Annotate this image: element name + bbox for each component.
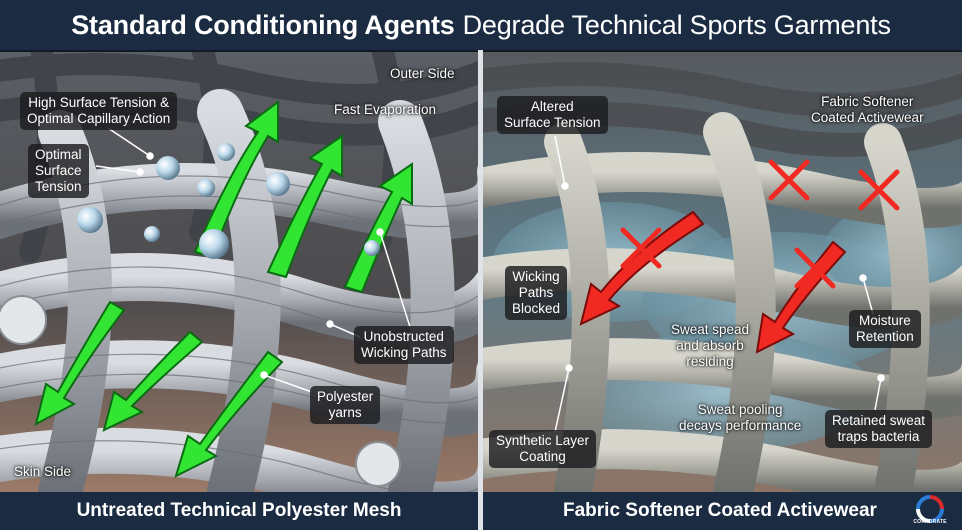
high-surface-tension-line-1: High Surface Tension & [28,95,170,110]
optimal-surface-tension-line-3: Tension [35,179,82,194]
altered-surface-tension-line-2: Surface Tension [504,115,601,130]
moisture-retention-line-1: Moisture [859,313,911,328]
sweat-pooling-line-2: decays performance [679,418,802,433]
sweat-spread-line-2: and absorb [676,338,744,353]
wicking-blocked-line-3: Blocked [512,301,561,316]
retained-sweat-label: Retained sweat traps bacteria [825,410,933,448]
altered-surface-tension-line-1: Altered [530,99,574,114]
high-surface-tension-line-2: Optimal Capillary Action [27,111,171,126]
page-title: Standard Conditioning Agents Degrade Tec… [0,0,962,50]
yarn-end-caps [0,295,401,487]
fabric-softener-coated-line-2: Coated Activewear [811,110,924,125]
sweat-spread-line-1: Sweat spead [671,322,750,337]
polyester-yarns-label: Polyester yarns [310,386,381,424]
sweat-pooling-label: Sweat pooling decays performance [679,402,801,434]
optimal-surface-tension-line-1: Optimal [35,147,82,162]
sweat-spread-label: Sweat spead and absorb residing [671,322,749,370]
skin-side-label: Skin Side [14,464,72,479]
title-rest: Degrade Technical Sports Garments [462,9,891,40]
wicking-blocked-label: Wicking Paths Blocked [505,266,568,320]
wicking-arrows [34,300,284,478]
polyester-yarns-line-1: Polyester [317,389,374,404]
blocked-x-marks [620,159,900,289]
altered-surface-tension-label: Altered Surface Tension [497,96,608,134]
optimal-surface-tension-line-2: Surface [35,163,82,178]
right-caption: Fabric Softener Coated Activewear [483,492,962,530]
polyester-yarns-line-2: yarns [328,405,362,420]
synthetic-layer-label: Synthetic Layer Coating [489,430,597,468]
label-leader-lines [554,135,885,433]
logo-text: CORPORATE [913,519,947,525]
wicking-blocked-line-1: Wicking [512,269,560,284]
fabric-softener-coated-label: Fabric Softener Coated Activewear [811,94,924,126]
synthetic-layer-line-2: Coating [519,449,566,464]
sweat-spread-line-3: residing [686,354,734,369]
fast-evaporation-label: Fast Evaporation [334,102,437,117]
outer-side-label: Outer Side [390,66,455,81]
moisture-retention-line-2: Retention [856,329,914,344]
unobstructed-wicking-line-1: Unobstructed [363,329,444,344]
title-bold: Standard Conditioning Agents [71,9,455,40]
softener-coated-panel: Altered Surface Tension Fabric Softener … [483,52,962,492]
retained-sweat-line-1: Retained sweat [832,413,926,428]
panel-divider [478,50,483,530]
sweat-pooling-line-1: Sweat pooling [697,402,783,417]
left-caption: Untreated Technical Polyester Mesh [0,492,478,530]
fabric-softener-coated-line-1: Fabric Softener [821,94,914,109]
moisture-retention-label: Moisture Retention [849,310,921,348]
water-droplets [77,143,380,259]
unobstructed-wicking-line-2: Wicking Paths [361,345,447,360]
wicking-blocked-line-2: Paths [518,285,554,300]
optimal-surface-tension-label: Optimal Surface Tension [28,144,89,198]
retained-sweat-line-2: traps bacteria [837,429,920,444]
high-surface-tension-label: High Surface Tension & Optimal Capillary… [20,92,178,130]
synthetic-layer-line-1: Synthetic Layer [496,433,590,448]
logo-icon [916,495,944,523]
untreated-mesh-panel: Outer Side Fast Evaporation High Surface… [0,52,478,492]
label-leader-lines [95,127,411,393]
unobstructed-wicking-label: Unobstructed Wicking Paths [354,326,454,364]
evaporation-arrows [193,100,413,294]
